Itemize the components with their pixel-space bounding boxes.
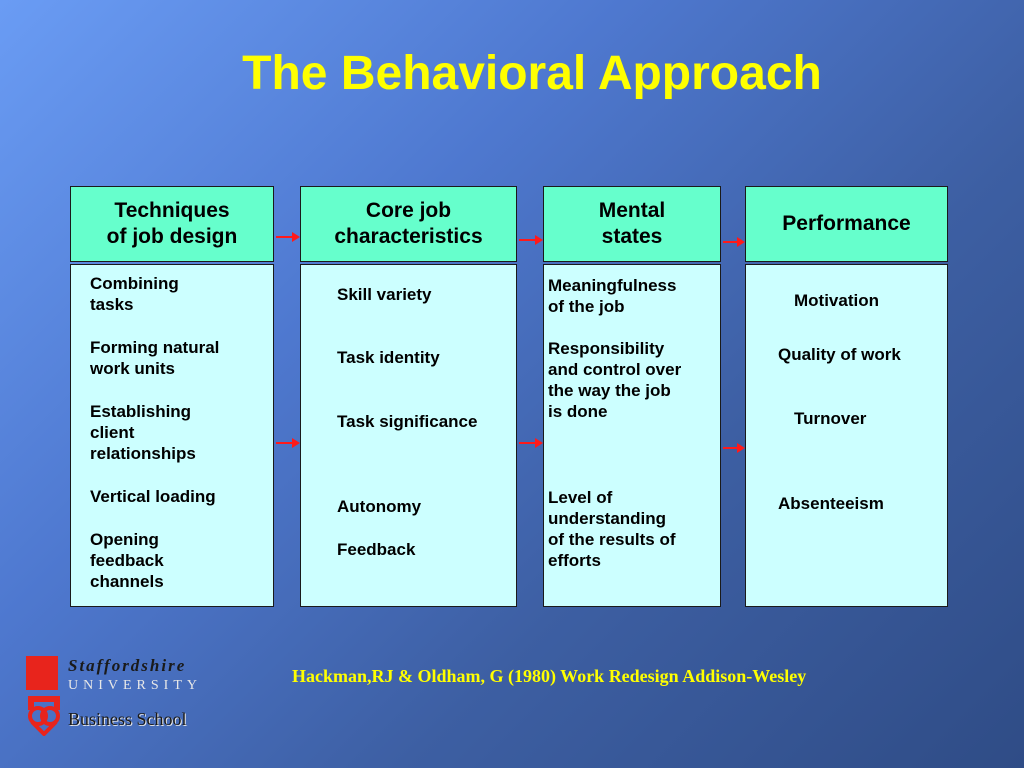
item-line: Motivation (794, 291, 879, 310)
logo-university-word: UNIVERSITY (68, 678, 202, 693)
header-line: of job design (106, 225, 238, 248)
item-opening-feedback-channels: Opening feedback channels (90, 529, 164, 592)
item-line: efforts (548, 551, 601, 570)
item-line: understanding (548, 509, 667, 528)
body-core-job-characteristics (300, 264, 517, 607)
item-vertical-loading: Vertical loading (90, 486, 216, 507)
item-line: Establishing (90, 402, 192, 421)
slide-title: The Behavioral Approach (242, 47, 822, 100)
item-line: Opening (90, 530, 159, 549)
item-line: Skill variety (337, 285, 432, 304)
item-autonomy: Autonomy (337, 496, 421, 517)
item-line: Feedback (337, 540, 416, 559)
arrow-right-icon (723, 443, 745, 453)
header-line: Core job (365, 199, 452, 222)
body-mental-states (543, 264, 721, 607)
header-techniques: Techniques of job design (70, 186, 274, 262)
arrow-right-icon (519, 438, 543, 448)
item-line: and control over (548, 360, 682, 379)
item-establishing-client-relationships: Establishing client relationships (90, 401, 196, 464)
header-line: Techniques (114, 199, 230, 222)
item-line: Level of (548, 488, 613, 507)
item-line: Vertical loading (90, 487, 216, 506)
item-line: Meaningfulness (548, 276, 677, 295)
logo-red-block-icon (26, 656, 58, 690)
arrow-right-icon (723, 237, 745, 247)
logo-university-name: Staffordshire (68, 656, 187, 675)
item-task-identity: Task identity (337, 347, 440, 368)
header-performance: Performance (745, 186, 948, 262)
item-level-of-understanding: Level of understanding of the results of… (548, 487, 676, 571)
item-line: client (90, 423, 135, 442)
item-line: relationships (90, 444, 196, 463)
item-line: tasks (90, 295, 134, 314)
item-motivation: Motivation (794, 290, 879, 311)
arrow-right-icon (276, 232, 300, 242)
item-line: Task identity (337, 348, 440, 367)
header-line: characteristics (334, 225, 483, 248)
item-skill-variety: Skill variety (337, 284, 432, 305)
item-task-significance: Task significance (337, 411, 477, 432)
body-techniques (70, 264, 274, 607)
item-line: Responsibility (548, 339, 665, 358)
item-line: of the job (548, 297, 625, 316)
header-mental-states: Mental states (543, 186, 721, 262)
body-performance (745, 264, 948, 607)
item-line: Absenteeism (778, 494, 884, 513)
item-line: feedback (90, 551, 164, 570)
item-line: Autonomy (337, 497, 422, 516)
logo-business-school: Business School (68, 709, 187, 729)
citation: Hackman,RJ & Oldham, G (1980) Work Redes… (292, 666, 807, 686)
item-absenteeism: Absenteeism (778, 493, 884, 514)
item-line: Forming natural (90, 338, 220, 357)
item-quality-of-work: Quality of work (778, 344, 901, 365)
item-line: Turnover (794, 409, 867, 428)
item-line: is done (548, 402, 608, 421)
item-line: Task significance (337, 412, 478, 431)
item-line: Quality of work (778, 345, 901, 364)
item-turnover: Turnover (794, 408, 866, 429)
header-line: states (601, 225, 663, 248)
arrow-right-icon (519, 235, 543, 245)
item-line: channels (90, 572, 164, 591)
item-line: work units (90, 359, 176, 378)
header-line: Mental (598, 199, 666, 222)
item-line: of the results of (548, 530, 676, 549)
arrow-right-icon (276, 438, 300, 448)
item-combining-tasks: Combining tasks (90, 273, 179, 315)
item-feedback: Feedback (337, 539, 415, 560)
item-line: the way the job (548, 381, 671, 400)
item-responsibility: Responsibility and control over the way … (548, 338, 681, 422)
header-line: Performance (782, 212, 911, 235)
header-core-job-characteristics: Core job characteristics (300, 186, 517, 262)
item-forming-natural-work-units: Forming natural work units (90, 337, 219, 379)
staffordshire-knot-icon (28, 696, 60, 736)
item-meaningfulness: Meaningfulness of the job (548, 275, 676, 317)
item-line: Combining (90, 274, 179, 293)
